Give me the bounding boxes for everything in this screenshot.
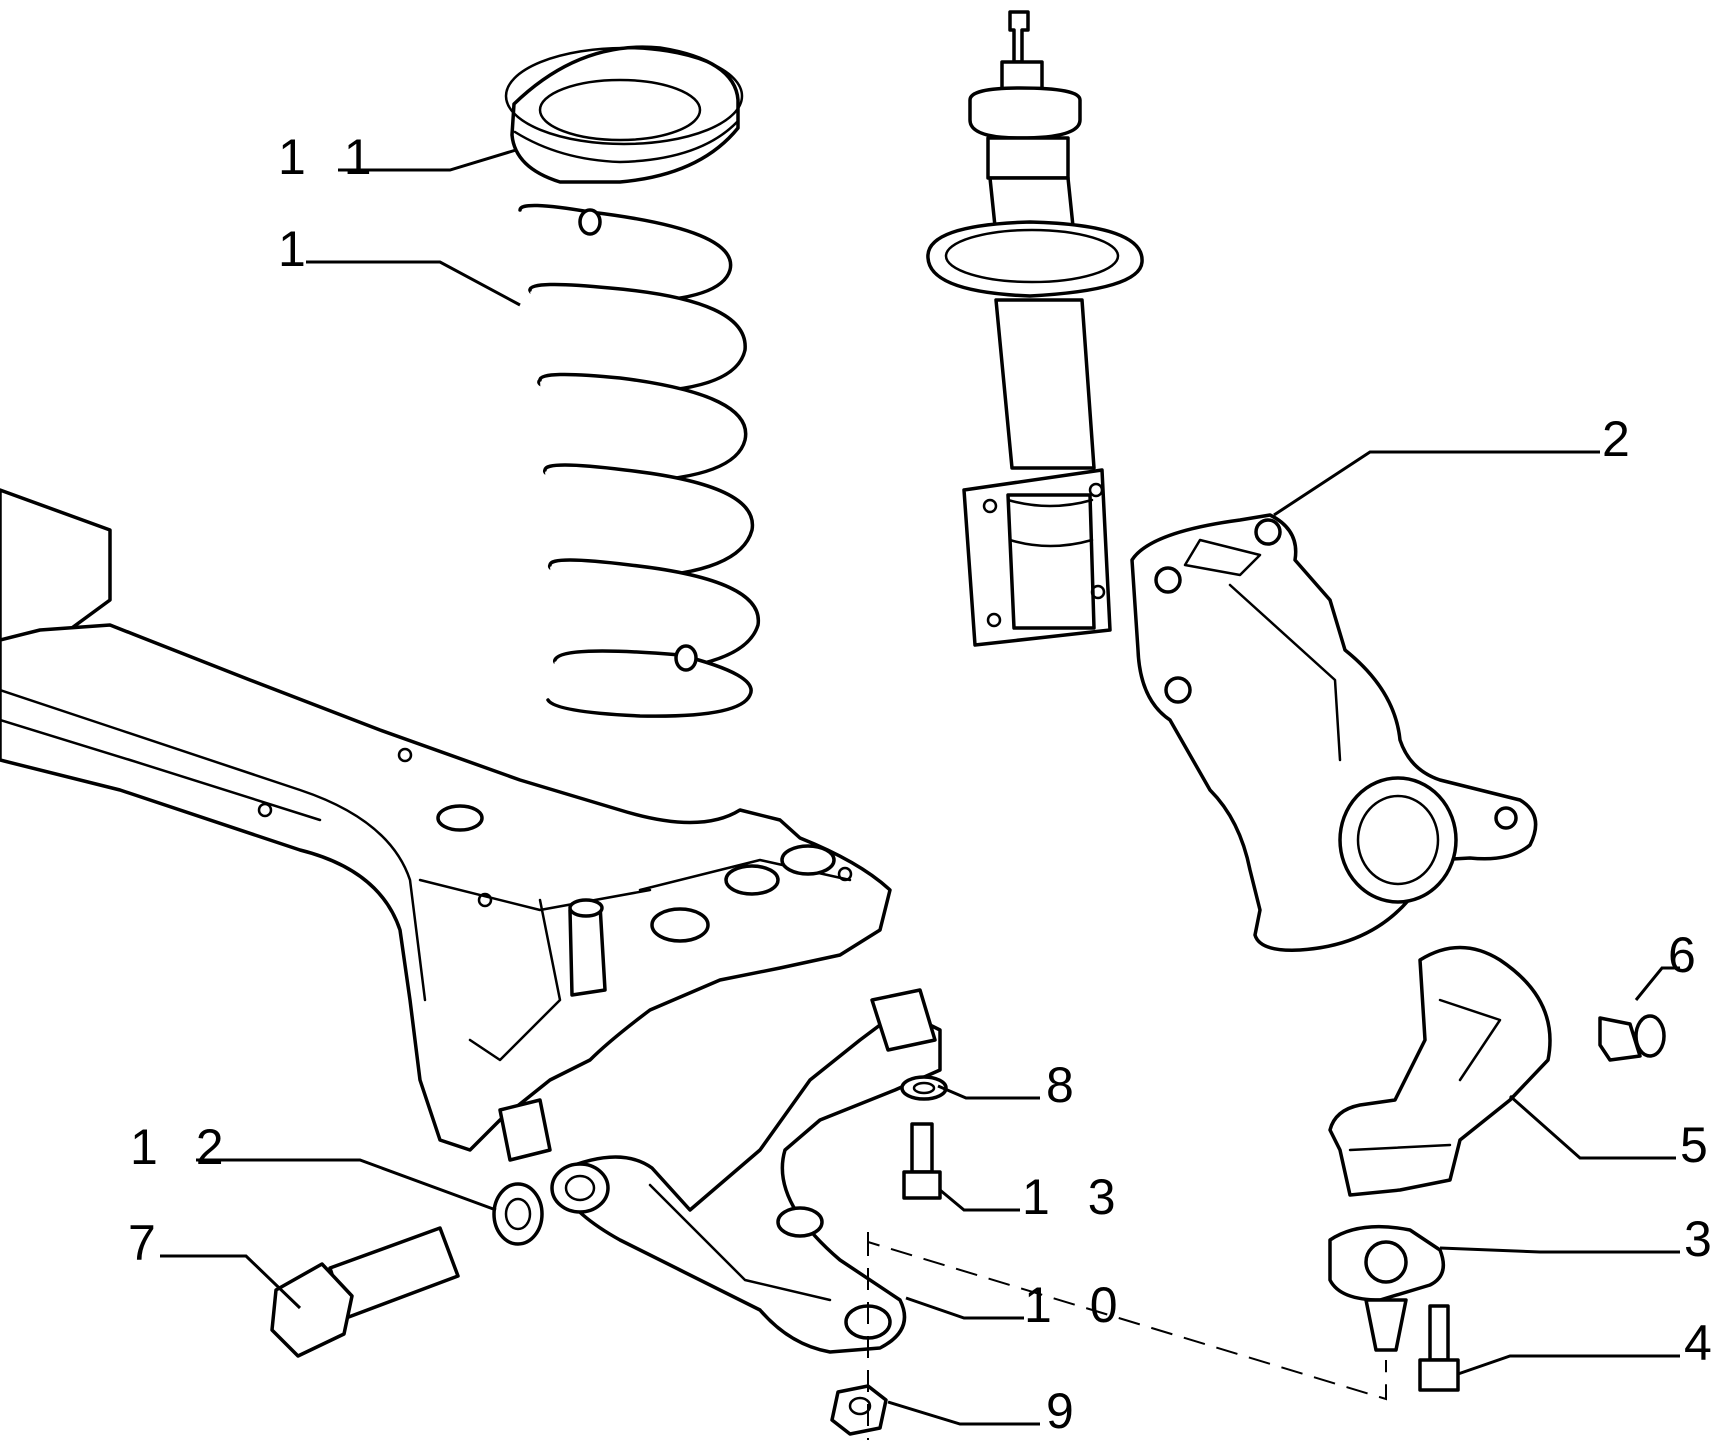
shock-absorber-drawing: [926, 10, 1144, 647]
callout-13: 1 3: [1022, 1169, 1128, 1225]
callout-1: 1: [278, 221, 318, 277]
callout-3: 3: [1684, 1211, 1714, 1267]
steering-knuckle-drawing: [1130, 513, 1538, 952]
callout-10: 1 0: [1024, 1277, 1130, 1333]
callout-6: 6: [1668, 927, 1708, 983]
callout-2: 2: [1602, 411, 1642, 467]
brake-shield-drawing: [1328, 945, 1552, 1197]
coil-spring-drawing: [518, 203, 760, 718]
ball-joint-drawing: [1328, 1224, 1446, 1352]
control-arm-drawing: [550, 988, 942, 1354]
callout-12: 1 2: [130, 1119, 236, 1175]
callout-9: 9: [1046, 1383, 1086, 1439]
hardware-drawing: [270, 1014, 1666, 1436]
spring-seat-drawing: [504, 45, 744, 184]
callout-7: 7: [128, 1215, 168, 1271]
subframe-drawing: [0, 488, 892, 1162]
leader-lines: [160, 148, 1680, 1426]
callout-8: 8: [1046, 1057, 1086, 1113]
callout-4: 4: [1684, 1315, 1714, 1371]
callout-5: 5: [1680, 1117, 1714, 1173]
callout-11: 1 1: [278, 129, 384, 185]
